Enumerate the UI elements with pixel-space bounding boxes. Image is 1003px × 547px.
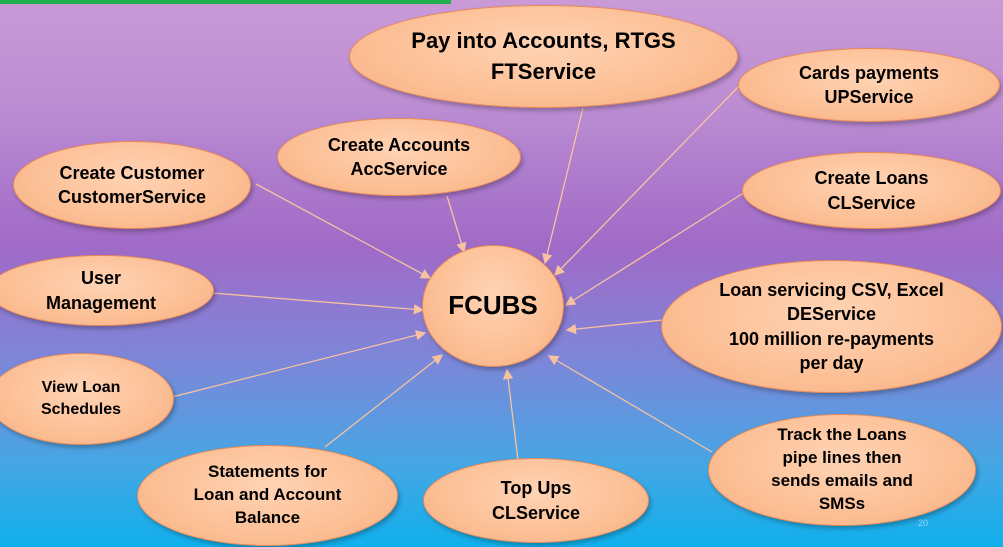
accent-bar bbox=[0, 0, 451, 4]
node-track-loans: Track the Loans pipe lines then sends em… bbox=[708, 414, 976, 526]
node-statements: Statements for Loan and Account Balance bbox=[137, 445, 398, 546]
connector-user-management bbox=[211, 292, 425, 315]
node-top-ups: Top Ups CLService bbox=[423, 458, 649, 543]
pay-line1: Pay into Accounts, RTGS bbox=[411, 27, 676, 53]
connector-create-customer bbox=[255, 183, 432, 279]
connector-cards bbox=[554, 84, 741, 276]
loan-servicing-line3: 100 million re-payments bbox=[728, 328, 935, 349]
user-management-line2: Management bbox=[45, 292, 157, 313]
node-pay-into-accounts: Pay into Accounts, RTGS FTService bbox=[349, 5, 738, 108]
connector-topups bbox=[502, 368, 519, 461]
top-ups-line1: Top Ups bbox=[500, 478, 572, 499]
track-line1: Track the Loans bbox=[777, 425, 907, 445]
user-management-line1: User bbox=[80, 268, 122, 289]
node-create-loans: Create Loans CLService bbox=[742, 152, 1001, 229]
track-line3: sends emails and bbox=[771, 471, 913, 490]
connector-view-schedules bbox=[171, 330, 427, 398]
cards-line2: UPService bbox=[824, 87, 914, 107]
track-line4: SMSs bbox=[818, 493, 866, 513]
fcubs-label: FCUBS bbox=[448, 290, 538, 321]
statements-line1: Statements for bbox=[207, 462, 328, 482]
node-view-loan-schedules: View Loan Schedules bbox=[0, 353, 174, 445]
connector-loan-servicing bbox=[565, 319, 664, 335]
statements-line3: Balance bbox=[234, 507, 301, 527]
node-loan-servicing: Loan servicing CSV, Excel DEService 100 … bbox=[661, 260, 1002, 393]
loan-servicing-line1: Loan servicing CSV, Excel bbox=[719, 279, 944, 300]
create-customer-line2: CustomerService bbox=[57, 187, 207, 207]
create-accounts-line1: Create Accounts bbox=[327, 134, 471, 155]
page-number: 20 bbox=[918, 518, 929, 528]
node-user-management: User Management bbox=[0, 255, 214, 326]
connector-track bbox=[547, 355, 713, 453]
node-cards-payments: Cards payments UPService bbox=[738, 48, 1000, 122]
connector-statements bbox=[324, 354, 444, 448]
loan-servicing-line4: per day bbox=[799, 352, 864, 373]
node-fcubs: FCUBS bbox=[422, 245, 564, 367]
create-loans-line1: Create Loans bbox=[814, 168, 929, 189]
pay-line2: FTService bbox=[490, 58, 597, 84]
connector-pay bbox=[542, 107, 584, 265]
view-schedules-line2: Schedules bbox=[40, 401, 122, 418]
create-loans-line2: CLService bbox=[827, 192, 916, 213]
node-create-customer: Create Customer CustomerService bbox=[13, 141, 251, 229]
loan-servicing-line2: DEService bbox=[786, 304, 877, 325]
connector-create-accounts bbox=[446, 195, 467, 254]
view-schedules-line1: View Loan bbox=[41, 379, 121, 397]
cards-line1: Cards payments bbox=[798, 62, 940, 83]
create-accounts-line2: AccService bbox=[350, 159, 448, 179]
create-customer-line1: Create Customer bbox=[59, 162, 205, 183]
statements-line2: Loan and Account bbox=[193, 485, 342, 505]
top-ups-line2: CLService bbox=[491, 502, 581, 523]
track-line2: pipe lines then bbox=[782, 448, 902, 468]
node-create-accounts: Create Accounts AccService bbox=[277, 118, 521, 196]
